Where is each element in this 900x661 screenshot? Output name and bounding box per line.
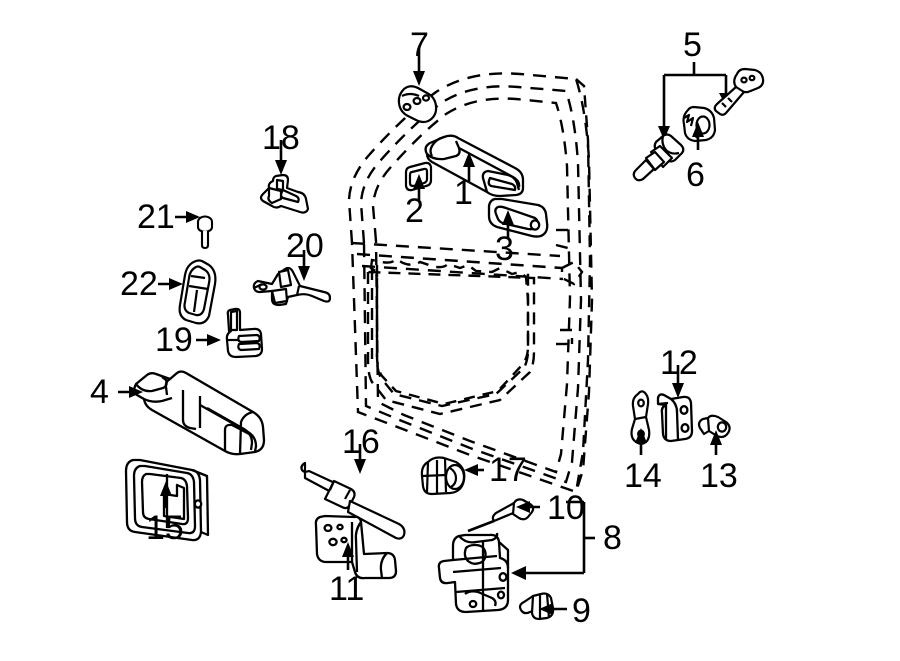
callout-label-22: 22 [120, 265, 158, 303]
callout-label-20: 20 [286, 227, 324, 265]
callout-label-7: 7 [410, 26, 429, 64]
part-15-inside-handle-bezel [124, 458, 210, 542]
part-13-striker-pin-bolt [697, 414, 731, 439]
callout-arrowheads [129, 71, 722, 615]
part-8-bracket-leader [525, 500, 595, 575]
part-17-lock-knob-grommet [420, 456, 466, 496]
callout-label-2: 2 [405, 192, 424, 230]
callout-label-15: 15 [146, 509, 184, 547]
part-2-handle-bezel-cover [404, 161, 433, 192]
callout-label-21: 21 [137, 198, 175, 236]
callout-label-17: 17 [489, 451, 527, 489]
part-5-arrowhead-left [658, 126, 670, 140]
part-5-bracket-leader [662, 62, 728, 128]
door-panel-aperture [369, 257, 530, 406]
callout-label-5: 5 [683, 26, 702, 64]
part-5-key [713, 67, 765, 116]
callout-label-18: 18 [262, 119, 300, 157]
callout-label-19: 19 [155, 321, 193, 359]
callout-label-4: 4 [90, 373, 109, 411]
part-8-arrowhead [511, 566, 526, 580]
part-11-door-hinge-bracket [314, 514, 398, 580]
callout-label-9: 9 [572, 592, 591, 630]
part-22-remote-key-fob [178, 259, 217, 325]
part-20-latch-link-lever [252, 266, 332, 307]
callout-label-14: 14 [624, 457, 662, 495]
part-12-striker-bracket [656, 393, 694, 443]
part-7-door-check-strap-mount [397, 85, 438, 124]
part-3-handle-lock-cylinder-cover [487, 197, 549, 238]
callout-label-12: 12 [660, 344, 698, 382]
door-shell-outline [347, 72, 594, 494]
door-inner-panel-cutout [366, 265, 536, 416]
part-19-lock-rod-retainer [225, 307, 264, 359]
door-hinge-pillar-detail [555, 78, 592, 493]
callout-label-1: 1 [454, 174, 473, 212]
part-8-door-latch-assembly [437, 532, 510, 614]
callout-label-6: 6 [686, 156, 705, 194]
callout-label-16: 16 [342, 423, 380, 461]
part-21-handle-screw [196, 215, 214, 250]
part-4-inside-door-handle [133, 370, 266, 456]
part-18-handle-reinforcement-clip [259, 173, 310, 214]
part-10-latch-actuator-rod-clip [467, 498, 535, 533]
callout-label-11: 11 [329, 570, 365, 608]
door-belt-line [351, 241, 564, 281]
callout-label-13: 13 [700, 457, 738, 495]
callout-label-10: 10 [547, 489, 585, 527]
part-5-lock-cylinder [632, 133, 685, 182]
callout-label-8: 8 [603, 519, 622, 557]
part-16-lock-control-rod [300, 461, 406, 540]
callout-label-3: 3 [495, 230, 514, 268]
